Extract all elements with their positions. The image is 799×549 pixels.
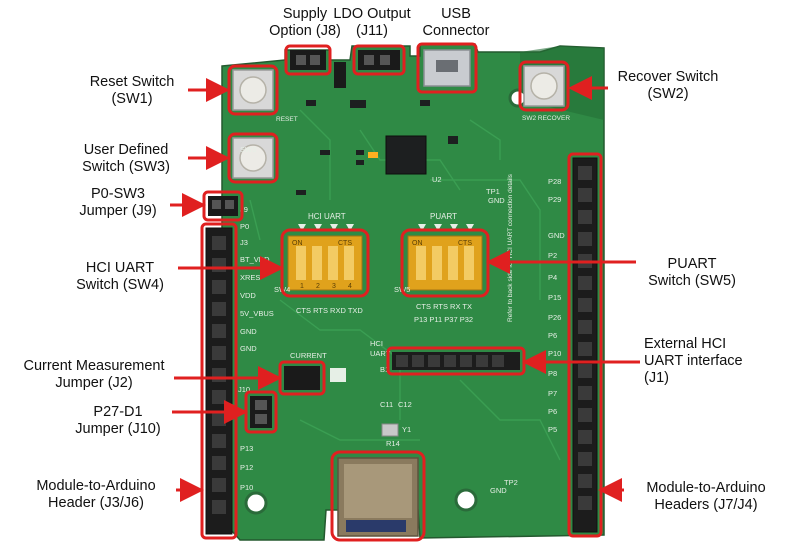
silk-hci-side-2: UART <box>370 349 391 358</box>
current-jumper-j2 <box>284 366 320 390</box>
silk-right-pin-4: P4 <box>548 273 557 282</box>
silk-dip-4: 4 <box>348 283 352 290</box>
silk-gnd-2: GND <box>490 486 507 495</box>
silk-dip-3: 3 <box>332 283 336 290</box>
silk-j9: J9 <box>240 205 248 214</box>
smd-components <box>296 100 458 195</box>
silk-u2: U2 <box>432 175 442 184</box>
label-ldo-output: LDO Output(J11) <box>333 6 411 39</box>
silk-cts-2: CTS <box>458 240 472 247</box>
label-recover-switch: Recover Switch(SW2) <box>617 69 719 102</box>
silk-left-pin-1: J3 <box>240 238 248 247</box>
led-indicator <box>368 152 378 158</box>
silk-right-pin-1: P29 <box>548 195 561 204</box>
silk-hci-pins: CTS RTS RXD TXD <box>296 306 363 315</box>
silk-left-pin-5: 5V_VBUS <box>240 309 274 318</box>
callout-box-j11 <box>352 44 406 76</box>
silk-on-1: ON <box>292 240 303 247</box>
silk-right-pin-6: P26 <box>548 313 561 322</box>
supply-jumper-j8 <box>290 50 326 70</box>
silk-b1: B1 <box>380 365 389 374</box>
crystal-y1 <box>381 423 399 437</box>
silk-j10: J10 <box>238 385 250 394</box>
callout-box-right-header <box>567 152 603 538</box>
silk-right-pin-9: P8 <box>548 369 557 378</box>
silk-right-pin-8: P10 <box>548 349 561 358</box>
silk-right-pin-11: P6 <box>548 407 557 416</box>
silk-y1: Y1 <box>402 425 411 434</box>
silk-c11: C11 <box>380 400 393 409</box>
silk-left-pin-2: BT_VDD <box>240 255 270 264</box>
silk-hci-side-1: HCI <box>370 339 383 348</box>
silk-left-pin-0: P0 <box>240 222 249 231</box>
silk-left-pin-6: GND <box>240 327 257 336</box>
silk-dip-1: 1 <box>300 283 304 290</box>
mounting-holes <box>244 88 528 515</box>
silk-right-pin-3: P2 <box>548 251 557 260</box>
silk-left-lower-0: P13 <box>240 444 253 453</box>
silk-hci-uart: HCI UART <box>308 212 346 221</box>
silk-on-2: ON <box>412 240 423 247</box>
silkscreen: HCI UART PUART ON CTS ON CTS 1 2 3 4 CTS… <box>238 115 570 495</box>
silk-r14: R14 <box>386 439 400 448</box>
callout-arrows <box>170 76 640 502</box>
silk-puart: PUART <box>430 212 457 221</box>
silk-recover: SW2 RECOVER <box>522 115 570 122</box>
callout-box-usb <box>416 42 478 94</box>
callout-box-module <box>330 450 426 542</box>
label-reset-switch: Reset Switch(SW1) <box>89 74 175 107</box>
small-header <box>334 62 346 88</box>
chip-u2 <box>385 135 427 175</box>
silk-right-pin-7: P6 <box>548 331 557 340</box>
silk-puart-pins: CTS RTS RX TX <box>416 302 472 311</box>
silk-left-lower-1: P12 <box>240 463 253 472</box>
silk-right-pin-5: P15 <box>548 293 561 302</box>
silk-right-pin-0: P28 <box>548 177 561 186</box>
dip-arrows <box>298 224 474 231</box>
silk-current: CURRENT <box>290 351 327 360</box>
silk-left-pin-3: XRES <box>240 273 260 282</box>
callout-box-left-header <box>200 222 238 540</box>
silk-cts-1: CTS <box>338 240 352 247</box>
callout-box-j8 <box>284 44 332 76</box>
silk-reset: RESET <box>276 116 298 123</box>
silk-dip-2: 2 <box>316 283 320 290</box>
silk-right-pin-10: P7 <box>548 389 557 398</box>
silk-tp2: TP2 <box>504 478 518 487</box>
silk-right-pin-2: GND <box>548 231 565 240</box>
silk-gnd-1: GND <box>488 196 505 205</box>
silk-sw3: SW3 <box>240 145 256 154</box>
silk-tp1: TP1 <box>486 187 500 196</box>
pcb-traces <box>249 109 561 461</box>
silk-side-note: Refer to back side for HCI UART connecti… <box>507 173 514 322</box>
silk-puart-ports: P13 P11 P37 P32 <box>414 315 473 324</box>
silk-left-pin-4: VDD <box>240 291 256 300</box>
right-header-pins <box>578 166 592 510</box>
silk-c12: C12 <box>398 400 412 409</box>
silk-right-pin-12: P5 <box>548 425 557 434</box>
silk-left-lower-2: P10 <box>240 483 253 492</box>
silk-left-pin-7: GND <box>240 344 257 353</box>
